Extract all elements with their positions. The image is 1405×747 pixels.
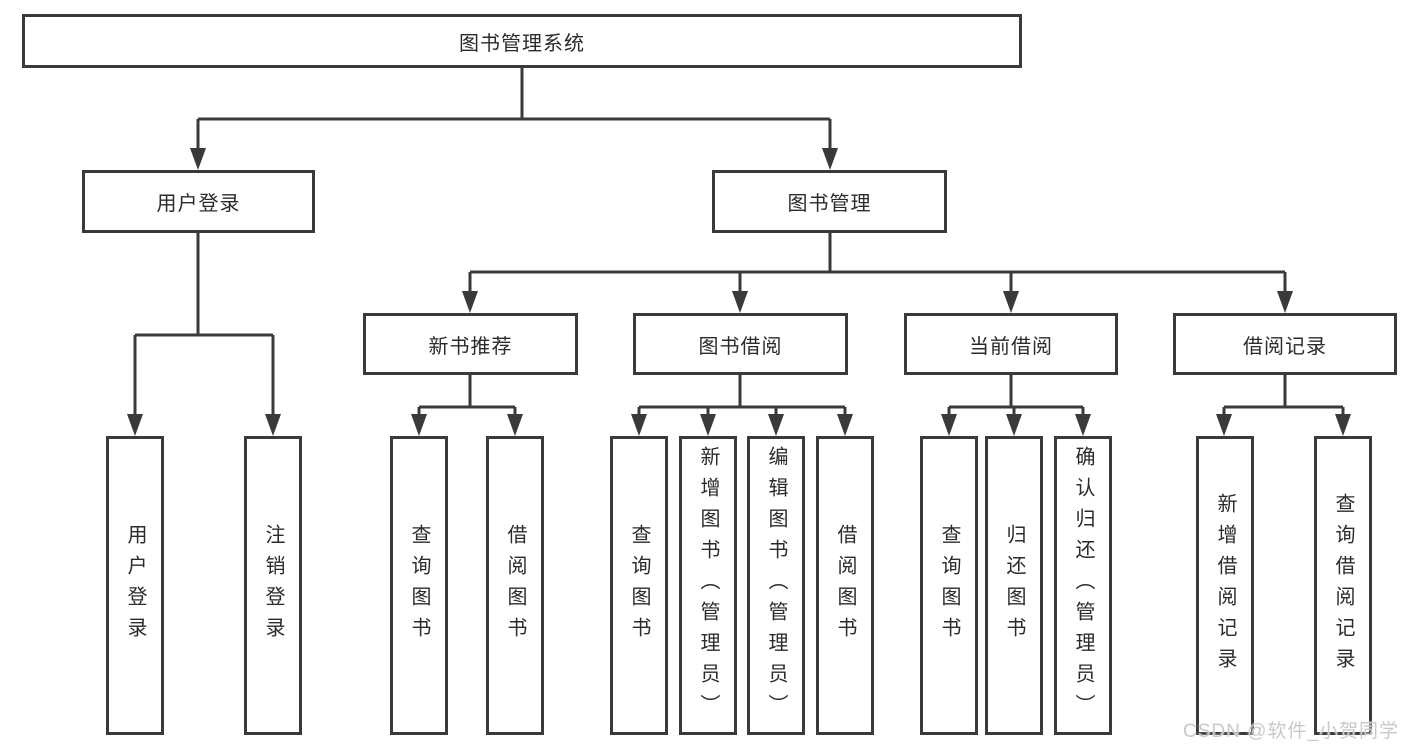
node-label: 编辑图书（管理员） — [765, 446, 787, 725]
node-label: 注销登录 — [262, 523, 284, 648]
arrowhead-newbook-c2 — [507, 414, 523, 436]
node-label: 查询图书 — [938, 523, 960, 648]
leaf-confirm-return-admin: 确认归还（管理员） — [1054, 436, 1112, 735]
arrowhead-logout — [265, 414, 281, 436]
node-label: 新增借阅记录 — [1214, 492, 1236, 679]
node-library-management-system: 图书管理系统 — [22, 14, 1022, 68]
node-label: 用户登录 — [124, 523, 146, 648]
node-label: 确认归还（管理员） — [1072, 446, 1094, 725]
arrowhead-records-c1 — [1216, 414, 1232, 436]
leaf-user-login: 用户登录 — [106, 436, 164, 735]
node-book-borrowing: 图书借阅 — [633, 313, 848, 375]
node-borrowing-records: 借阅记录 — [1173, 313, 1397, 375]
arrowhead-book-mgmt — [822, 148, 838, 170]
leaf-borrow-books-2: 借阅图书 — [816, 436, 874, 735]
arrowhead-user-login — [190, 148, 206, 170]
arrowhead-borrow-c2 — [700, 414, 716, 436]
arrowhead-borrow-c4 — [837, 414, 853, 436]
arrowhead-records-c2 — [1335, 414, 1351, 436]
node-label: 归还图书 — [1003, 523, 1025, 648]
node-label: 图书借阅 — [698, 335, 783, 358]
node-book-management: 图书管理 — [712, 170, 947, 233]
leaf-query-books-2: 查询图书 — [610, 436, 668, 735]
node-user-login: 用户登录 — [82, 170, 315, 233]
node-label: 用户登录 — [156, 193, 241, 215]
leaf-query-books-1: 查询图书 — [390, 436, 448, 735]
arrowhead-borrow-c1 — [631, 414, 647, 436]
node-label: 查询图书 — [628, 523, 650, 648]
node-label: 新书推荐 — [428, 335, 513, 358]
arrowhead-login — [127, 414, 143, 436]
node-label: 图书管理系统 — [459, 32, 585, 55]
arrowhead-records — [1277, 291, 1293, 313]
leaf-query-borrow-record: 查询借阅记录 — [1314, 436, 1372, 735]
node-label: 借阅图书 — [504, 523, 526, 648]
arrowhead-current — [1003, 291, 1019, 313]
arrowhead-current-c2 — [1006, 414, 1022, 436]
node-label: 查询借阅记录 — [1332, 492, 1354, 679]
arrowhead-current-c3 — [1075, 414, 1091, 436]
node-label: 查询图书 — [408, 523, 430, 648]
node-label: 当前借阅 — [969, 335, 1053, 358]
node-label: 借阅记录 — [1243, 335, 1327, 358]
leaf-edit-books-admin: 编辑图书（管理员） — [747, 436, 805, 735]
leaf-return-books: 归还图书 — [985, 436, 1043, 735]
leaf-logout: 注销登录 — [244, 436, 302, 735]
arrowhead-borrow-c3 — [768, 414, 784, 436]
arrowhead-newbook — [462, 291, 478, 313]
node-new-book-recommend: 新书推荐 — [363, 313, 578, 375]
leaf-add-books-admin: 新增图书（管理员） — [679, 436, 737, 735]
arrowhead-current-c1 — [941, 414, 957, 436]
node-label: 新增图书（管理员） — [697, 446, 719, 725]
leaf-add-borrow-record: 新增借阅记录 — [1196, 436, 1254, 735]
leaf-query-books-3: 查询图书 — [920, 436, 978, 735]
node-current-borrowing: 当前借阅 — [904, 313, 1118, 375]
node-label: 图书管理 — [787, 193, 872, 215]
watermark: CSDN @软件_小贺同学 — [1183, 721, 1399, 742]
node-label: 借阅图书 — [834, 523, 856, 648]
arrowhead-borrow — [732, 291, 748, 313]
leaf-borrow-books-1: 借阅图书 — [486, 436, 544, 735]
arrowhead-newbook-c1 — [411, 414, 427, 436]
